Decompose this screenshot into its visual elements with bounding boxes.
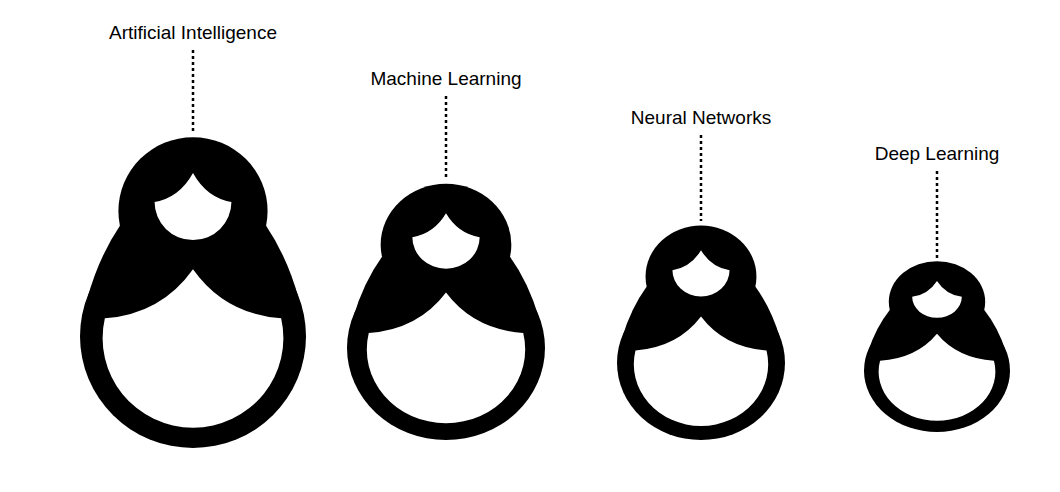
leader-line	[936, 171, 939, 258]
node-label: Deep Learning	[875, 143, 1000, 165]
doll-body	[347, 256, 545, 440]
node-label: Artificial Intelligence	[109, 22, 277, 44]
matryoshka-doll	[347, 184, 545, 440]
leader-line	[445, 96, 448, 180]
doll-face	[155, 173, 232, 240]
doll-figure	[617, 107, 785, 440]
doll-belly	[103, 269, 284, 427]
doll-node: Machine Learning	[347, 68, 545, 440]
doll-node: Artificial Intelligence	[80, 22, 306, 448]
doll-node: Deep Learning	[864, 143, 1010, 432]
doll-belly	[879, 334, 996, 421]
leader-line	[192, 50, 195, 133]
doll-body	[80, 224, 306, 448]
doll-face	[412, 213, 479, 268]
node-label: Machine Learning	[370, 68, 521, 90]
doll-node: Neural Networks	[617, 107, 785, 440]
matryoshka-doll	[617, 226, 785, 440]
doll-figure	[80, 22, 306, 448]
doll-belly	[367, 293, 525, 424]
leader-line	[700, 135, 703, 221]
matryoshka-doll	[864, 261, 1010, 432]
doll-figure	[347, 68, 545, 440]
doll-body	[864, 309, 1010, 432]
doll-figure	[864, 143, 1010, 432]
matryoshka-doll	[80, 137, 306, 448]
doll-body	[617, 286, 785, 440]
node-label: Neural Networks	[631, 107, 771, 129]
doll-face	[912, 281, 962, 318]
doll-belly	[634, 317, 768, 426]
doll-face	[672, 250, 729, 296]
